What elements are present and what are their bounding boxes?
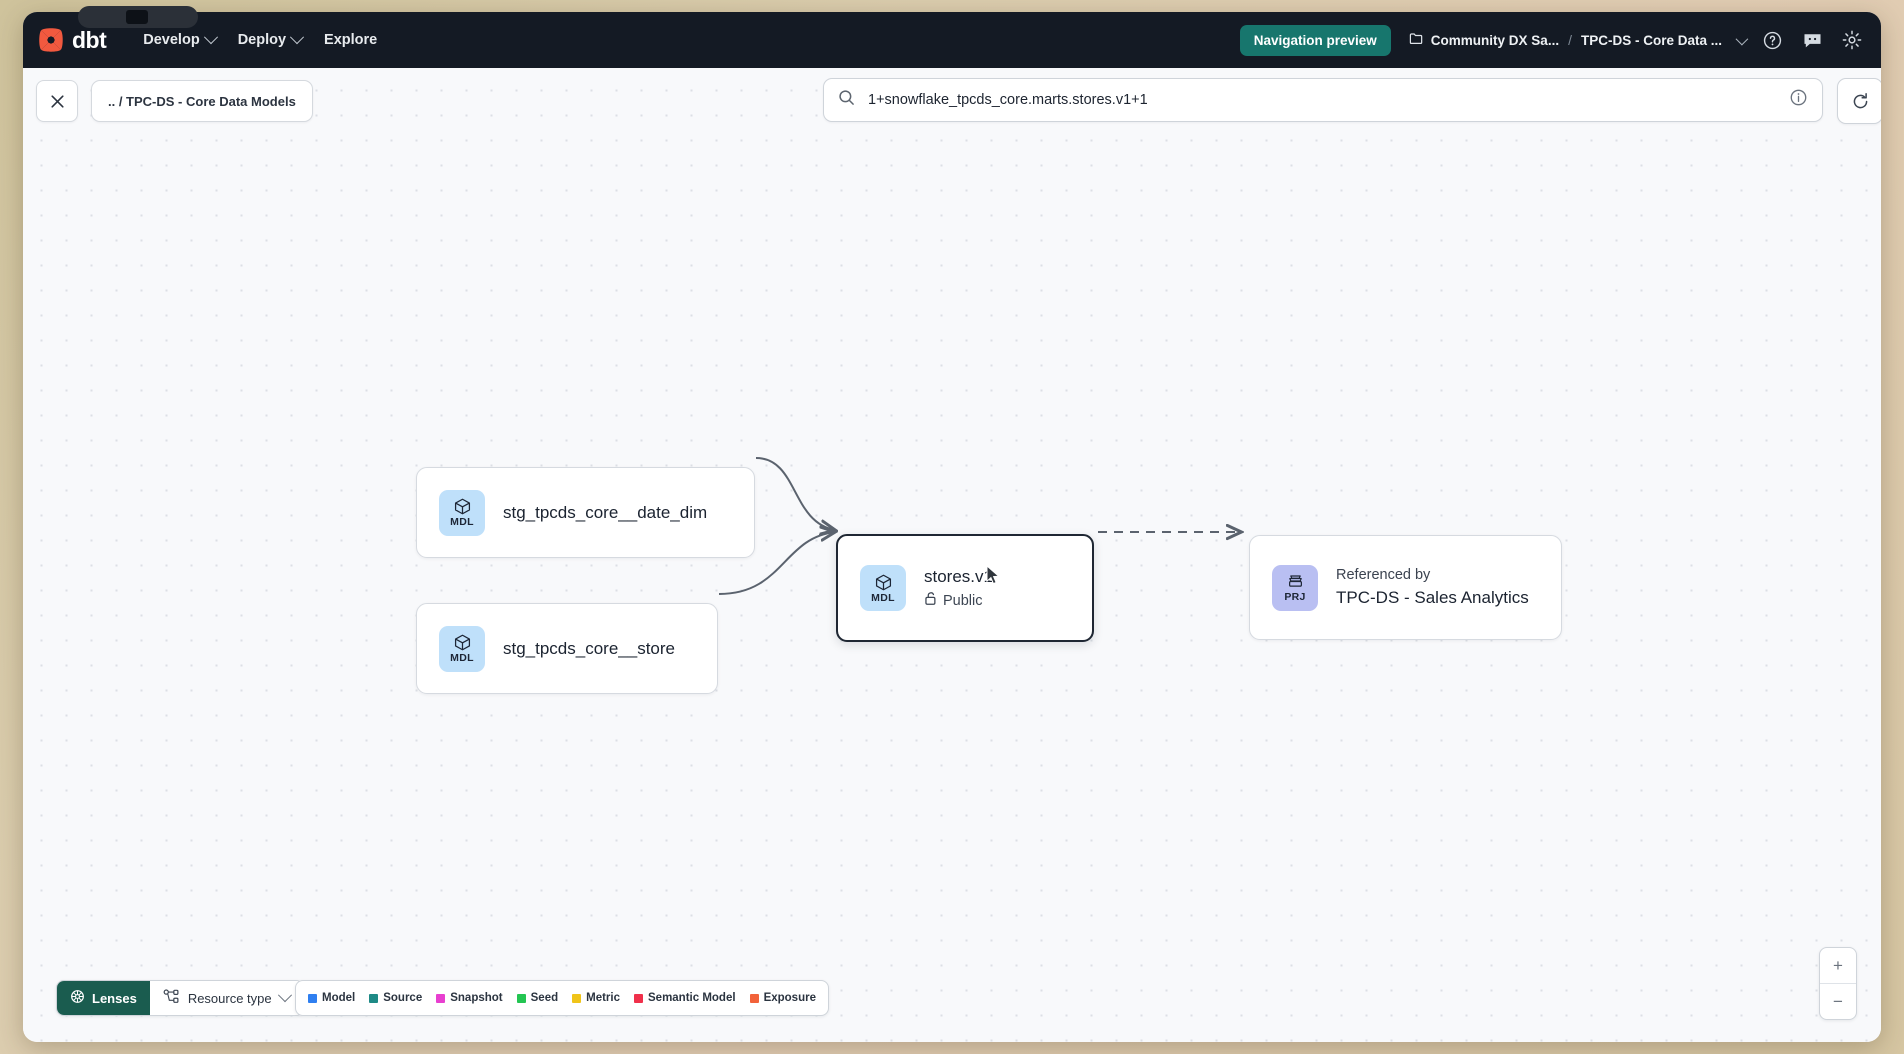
node-project-name: TPC-DS - Sales Analytics bbox=[1336, 587, 1529, 607]
dbt-logo[interactable]: dbt bbox=[37, 26, 107, 54]
breadcrumb-account[interactable]: Community DX Sa... bbox=[1409, 31, 1559, 49]
nav-item-deploy-label: Deploy bbox=[237, 32, 287, 48]
webcam-lens bbox=[126, 10, 148, 24]
legend-label: Snapshot bbox=[450, 992, 503, 1004]
legend-label: Source bbox=[383, 992, 423, 1004]
legend-swatch bbox=[516, 993, 526, 1003]
zoom-out-button[interactable]: − bbox=[1833, 991, 1843, 1011]
legend-item-snapshot[interactable]: Snapshot bbox=[436, 992, 503, 1004]
refresh-button[interactable] bbox=[1837, 78, 1881, 124]
close-button[interactable] bbox=[36, 80, 78, 122]
zoom-controls: + − bbox=[1819, 947, 1857, 1020]
breadcrumb-project-label: TPC-DS - Core Data ... bbox=[1580, 32, 1722, 48]
lens-controls: Lenses Resource type bbox=[56, 980, 304, 1016]
graph-node-referenced-by-project[interactable]: PRJ Referenced by TPC-DS - Sales Analyti… bbox=[1249, 535, 1562, 640]
nav-item-explore-label: Explore bbox=[324, 32, 378, 48]
legend-label: Model bbox=[322, 992, 356, 1004]
project-icon bbox=[1288, 575, 1302, 588]
node-text-block: stg_tpcds_core__date_dim bbox=[503, 502, 707, 523]
lineage-search-bar[interactable] bbox=[823, 78, 1823, 122]
node-text-block: Referenced by TPC-DS - Sales Analytics bbox=[1336, 566, 1529, 609]
node-prefix-label: Referenced by bbox=[1336, 567, 1431, 584]
resource-type-legend: Model Source Snapshot Seed Metric Semantic Mo… bbox=[295, 980, 829, 1016]
legend-item-exposure[interactable]: Exposure bbox=[749, 992, 816, 1004]
top-navigation-bar: dbt Develop Deploy Explore Navigation pr… bbox=[23, 12, 1881, 68]
breadcrumb-separator: / bbox=[1568, 32, 1572, 48]
legend-label: Metric bbox=[586, 992, 620, 1004]
nodes-icon bbox=[163, 989, 180, 1007]
node-title: stg_tpcds_core__date_dim bbox=[503, 502, 708, 522]
lenses-label: Lenses bbox=[92, 990, 137, 1006]
zoom-in-button[interactable]: + bbox=[1820, 948, 1856, 984]
legend-swatch bbox=[369, 993, 379, 1003]
legend-swatch bbox=[572, 993, 582, 1003]
cube-icon bbox=[875, 574, 891, 591]
search-input[interactable] bbox=[866, 91, 1789, 109]
legend-item-metric[interactable]: Metric bbox=[572, 992, 620, 1004]
navigation-preview-badge[interactable]: Navigation preview bbox=[1239, 24, 1391, 56]
node-title: stg_tpcds_core__store bbox=[503, 638, 675, 658]
dbt-x-icon bbox=[37, 26, 65, 54]
browser-window: dbt Develop Deploy Explore Navigation pr… bbox=[23, 12, 1881, 1042]
mouse-cursor bbox=[986, 564, 1002, 592]
info-icon[interactable] bbox=[1789, 88, 1808, 112]
legend-swatch bbox=[308, 993, 317, 1003]
chevron-down-icon bbox=[277, 988, 292, 1003]
edge-store-to-stores bbox=[718, 532, 835, 595]
legend-item-seed[interactable]: Seed bbox=[516, 992, 559, 1004]
node-text-block: stores.v1 Public bbox=[924, 566, 993, 610]
legend-label: Seed bbox=[530, 992, 559, 1004]
legend-label: Semantic Model bbox=[648, 992, 736, 1004]
legend-swatch bbox=[634, 993, 643, 1003]
model-badge-label: MDL bbox=[450, 516, 474, 529]
help-icon[interactable] bbox=[1759, 27, 1785, 53]
node-title: stores.v1 bbox=[924, 566, 993, 586]
nav-item-develop-label: Develop bbox=[143, 32, 200, 48]
graph-node-stores-v1[interactable]: MDL stores.v1 Public bbox=[836, 534, 1094, 642]
legend-item-model[interactable]: Model bbox=[308, 992, 355, 1004]
nav-item-explore[interactable]: Explore bbox=[313, 24, 388, 56]
model-badge-label: MDL bbox=[871, 591, 895, 604]
nav-item-develop[interactable]: Develop bbox=[132, 24, 226, 56]
resource-type-dropdown[interactable]: Resource type bbox=[149, 981, 303, 1015]
nav-item-deploy[interactable]: Deploy bbox=[227, 24, 313, 56]
node-access-row: Public bbox=[924, 591, 993, 610]
breadcrumb-path-chip[interactable]: .. / TPC-DS - Core Data Models bbox=[91, 80, 313, 122]
search-icon bbox=[838, 89, 855, 111]
lenses-button[interactable]: Lenses bbox=[57, 981, 150, 1015]
legend-label: Exposure bbox=[763, 992, 816, 1004]
model-badge-label: MDL bbox=[450, 652, 474, 665]
legend-swatch bbox=[436, 993, 446, 1003]
lens-icon bbox=[70, 989, 85, 1007]
cube-icon bbox=[454, 634, 470, 651]
feedback-icon[interactable] bbox=[1799, 27, 1825, 53]
lineage-graph-canvas[interactable]: MDL stg_tpcds_core__date_dim MDL bbox=[23, 68, 1881, 1042]
project-badge-label: PRJ bbox=[1284, 591, 1306, 604]
lineage-toolbar: .. / TPC-DS - Core Data Models bbox=[23, 68, 1881, 136]
model-badge: MDL bbox=[860, 565, 906, 611]
resource-type-label: Resource type bbox=[187, 990, 272, 1006]
chevron-down-icon bbox=[289, 30, 305, 45]
project-badge: PRJ bbox=[1272, 564, 1318, 611]
chevron-down-icon bbox=[203, 30, 218, 45]
breadcrumb-project[interactable]: TPC-DS - Core Data ... bbox=[1580, 32, 1749, 48]
breadcrumb-account-label: Community DX Sa... bbox=[1430, 32, 1560, 48]
cube-icon bbox=[454, 498, 470, 515]
settings-icon[interactable] bbox=[1839, 27, 1865, 53]
graph-node-stg-tpcds-core-store[interactable]: MDL stg_tpcds_core__store bbox=[416, 603, 718, 694]
model-badge: MDL bbox=[439, 489, 485, 536]
node-access-label: Public bbox=[943, 592, 983, 609]
chevron-down-icon bbox=[1735, 32, 1749, 45]
model-badge: MDL bbox=[439, 625, 485, 672]
legend-swatch bbox=[749, 993, 759, 1003]
folder-icon bbox=[1409, 31, 1424, 49]
edge-date-dim-to-stores bbox=[755, 457, 835, 530]
node-text-block: stg_tpcds_core__store bbox=[503, 638, 675, 659]
graph-node-stg-tpcds-core-date-dim[interactable]: MDL stg_tpcds_core__date_dim bbox=[416, 467, 755, 558]
legend-item-semantic-model[interactable]: Semantic Model bbox=[634, 992, 736, 1004]
unlock-icon bbox=[924, 591, 937, 610]
legend-item-source[interactable]: Source bbox=[369, 992, 422, 1004]
dbt-wordmark: dbt bbox=[72, 26, 107, 53]
lineage-edges bbox=[718, 457, 1881, 595]
